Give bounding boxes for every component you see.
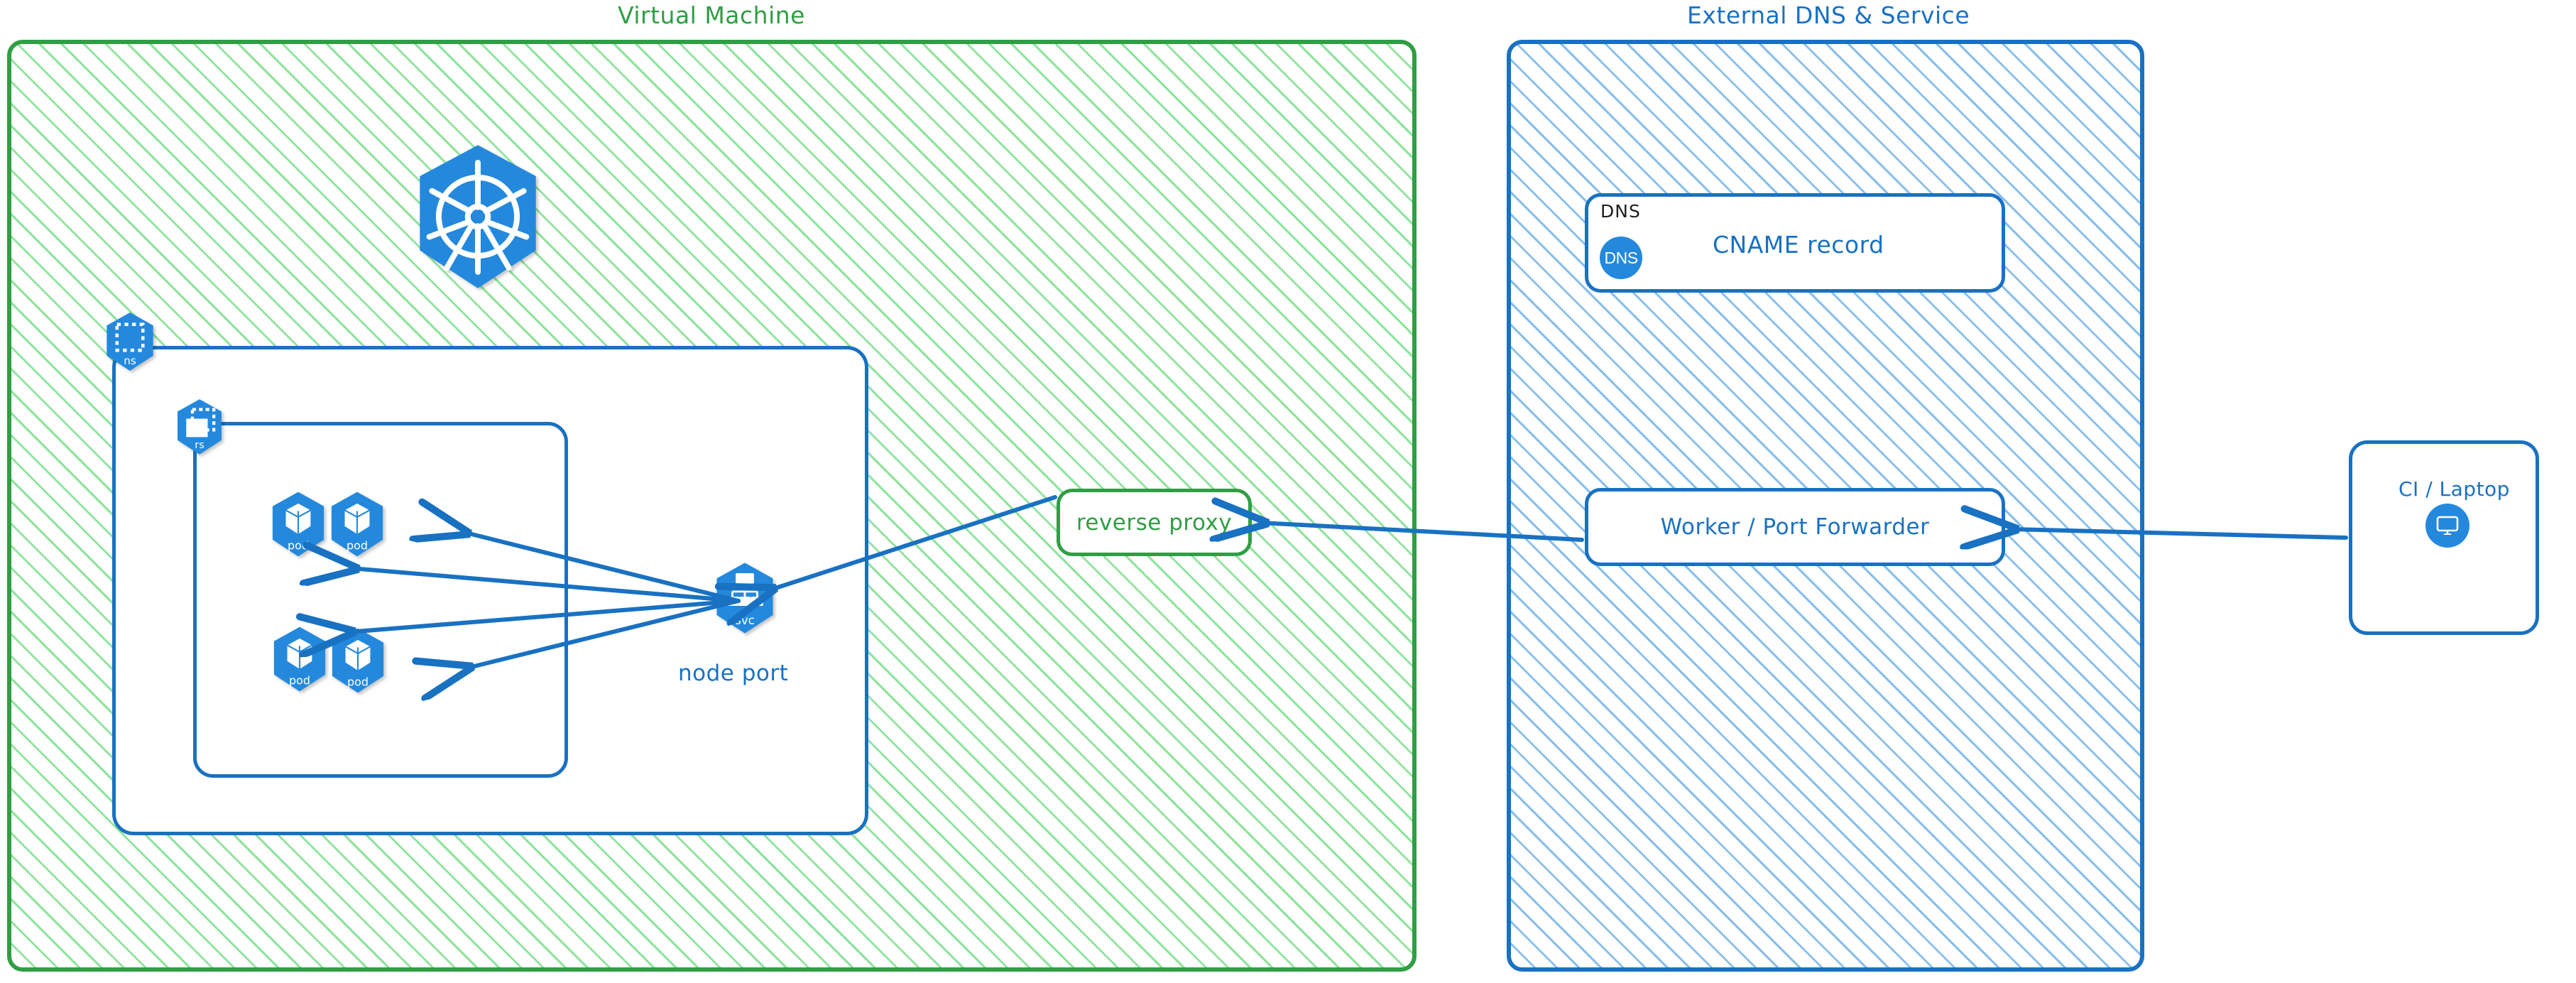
- ci-laptop-label: CI / Laptop: [2398, 477, 2510, 501]
- svg-text:pod: pod: [289, 673, 310, 687]
- svg-text:ns: ns: [124, 354, 136, 367]
- replicaset-container: [193, 422, 568, 778]
- group-external-dns-service-title: External DNS & Service: [1687, 1, 1970, 29]
- cname-record-label: CNAME record: [1713, 231, 1884, 259]
- pod-icon-3: pod: [270, 625, 329, 693]
- dns-badge-icon: DNS: [1600, 237, 1642, 279]
- dns-tag-label: DNS: [1600, 201, 1641, 222]
- namespace-icon: ns: [103, 311, 157, 372]
- svg-text:pod: pod: [346, 538, 368, 552]
- svg-text:pod: pod: [288, 538, 309, 552]
- ci-laptop-box[interactable]: [2349, 440, 2539, 635]
- reverse-proxy-label: reverse proxy: [1076, 509, 1233, 536]
- svg-text:pod: pod: [347, 675, 369, 688]
- svg-text:svc: svc: [735, 614, 755, 627]
- svg-text:rs: rs: [195, 440, 204, 451]
- kubernetes-wheel-icon: [410, 142, 545, 291]
- replicaset-icon: rs: [174, 398, 225, 456]
- desktop-monitor-icon: [2425, 504, 2469, 548]
- reverse-proxy-box[interactable]: reverse proxy: [1057, 489, 1252, 556]
- group-virtual-machine-title: Virtual Machine: [618, 1, 805, 29]
- pod-icon-4: pod: [328, 626, 388, 695]
- worker-port-forwarder-label: Worker / Port Forwarder: [1660, 514, 1930, 540]
- pod-icon-1: pod: [268, 490, 328, 558]
- pod-icon-2: pod: [327, 490, 387, 558]
- dns-cname-card[interactable]: [1585, 193, 2005, 293]
- node-port-caption: node port: [678, 661, 789, 686]
- worker-port-forwarder-box[interactable]: Worker / Port Forwarder: [1585, 488, 2005, 566]
- service-icon: svc: [712, 561, 777, 635]
